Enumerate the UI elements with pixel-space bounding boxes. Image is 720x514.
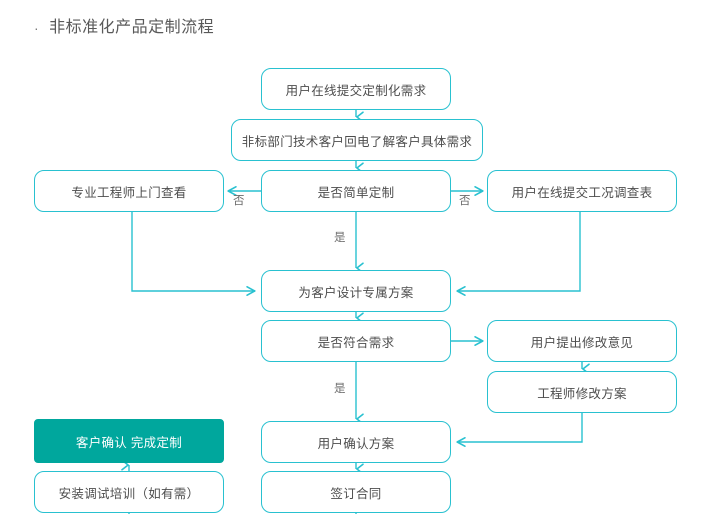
page-title-text: 非标准化产品定制流程 (49, 19, 215, 37)
edge-label-text: 是 (334, 383, 346, 395)
node-submit-survey-form[interactable]: 用户在线提交工况调查表 (487, 170, 677, 212)
node-online-submit-request[interactable]: 用户在线提交定制化需求 (261, 68, 451, 110)
node-label: 用户在线提交工况调查表 (511, 185, 653, 200)
node-engineer-onsite-visit[interactable]: 专业工程师上门查看 (34, 170, 224, 212)
node-user-revision-feedback[interactable]: 用户提出修改意见 (487, 320, 677, 362)
node-label: 专业工程师上门查看 (71, 185, 187, 200)
edge-label-right-no: 否 (459, 192, 471, 208)
edge-label-text: 否 (233, 195, 245, 207)
bullet-icon: · (34, 20, 40, 36)
node-label: 用户确认方案 (317, 436, 395, 451)
node-label: 客户确认 完成定制 (75, 435, 183, 450)
page-title: · 非标准化产品定制流程 (34, 17, 214, 39)
node-install-debug-training[interactable]: 安装调试培训（如有需） (34, 471, 224, 513)
node-customer-confirm-complete[interactable]: 客户确认 完成定制 (34, 419, 224, 463)
node-label: 用户在线提交定制化需求 (285, 83, 427, 98)
edge-label-left-no: 否 (233, 192, 245, 208)
node-engineer-revise-plan[interactable]: 工程师修改方案 (487, 371, 677, 413)
node-decision-meets-requirements[interactable]: 是否符合需求 (261, 320, 451, 362)
node-label: 非标部门技术客户回电了解客户具体需求 (241, 134, 473, 149)
node-label: 安装调试培训（如有需） (58, 486, 200, 501)
node-dept-callback[interactable]: 非标部门技术客户回电了解客户具体需求 (231, 119, 483, 161)
node-sign-contract[interactable]: 签订合同 (261, 471, 451, 513)
node-user-confirm-plan[interactable]: 用户确认方案 (261, 421, 451, 463)
node-label: 是否符合需求 (317, 335, 395, 350)
node-label: 用户提出修改意见 (530, 335, 634, 350)
node-label: 是否简单定制 (317, 185, 395, 200)
node-label: 为客户设计专属方案 (298, 285, 414, 300)
edge-label-text: 否 (459, 195, 471, 207)
edge-label-meets-yes: 是 (334, 380, 346, 396)
edge-label-simple-yes: 是 (334, 229, 346, 245)
node-design-dedicated-plan[interactable]: 为客户设计专属方案 (261, 270, 451, 312)
edge-label-text: 是 (334, 232, 346, 244)
node-label: 签订合同 (330, 486, 382, 501)
node-decision-simple-custom[interactable]: 是否简单定制 (261, 170, 451, 212)
node-label: 工程师修改方案 (537, 386, 627, 401)
